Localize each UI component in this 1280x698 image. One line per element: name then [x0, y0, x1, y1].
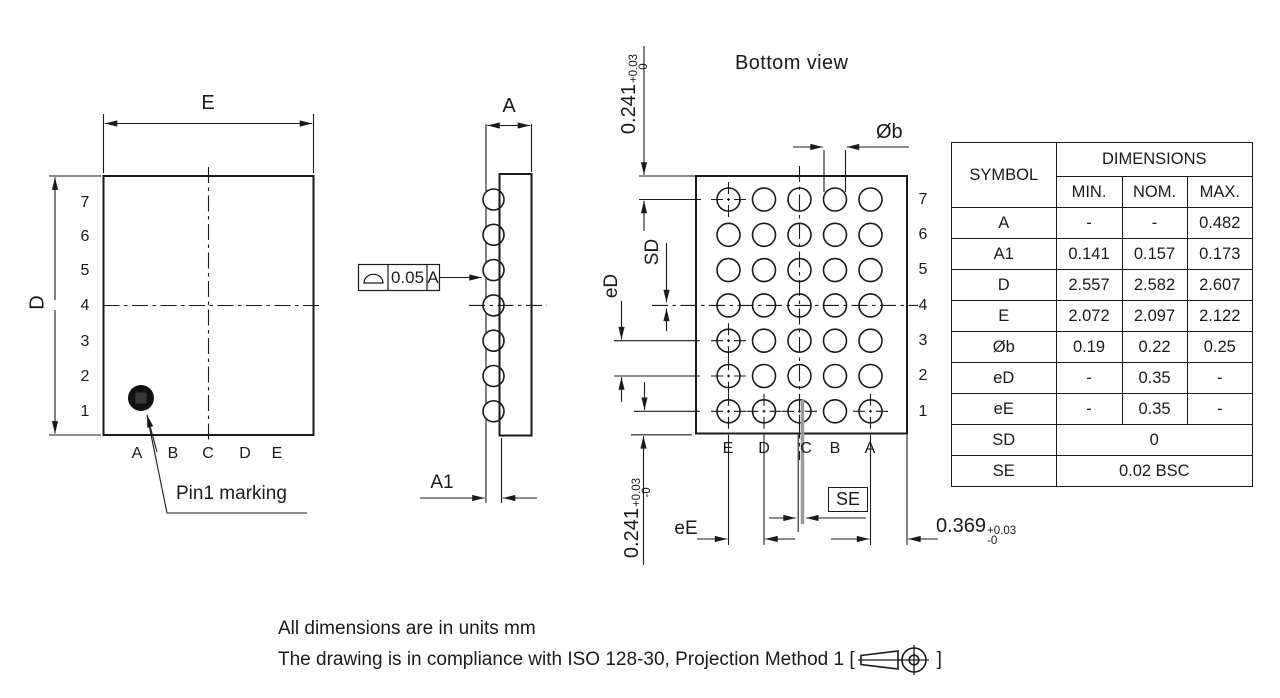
min-cell: -: [1055, 393, 1123, 425]
min-cell: -: [1055, 362, 1123, 394]
dim-label-D: D: [26, 295, 49, 310]
min-header: MIN.: [1055, 176, 1123, 208]
row-label: 3: [80, 333, 90, 350]
table-row: SE 0.02 BSC: [951, 455, 1253, 487]
nom-cell: 0.157: [1121, 238, 1188, 270]
dimensions-header: DIMENSIONS: [1055, 142, 1253, 177]
col-label: C: [800, 440, 812, 457]
dim-0369: 0.369+0.03-0: [936, 515, 1017, 547]
symbol-cell: E: [951, 300, 1057, 332]
row-label: 1: [918, 403, 928, 420]
row-label: 3: [918, 332, 928, 349]
max-cell: 0.25: [1186, 331, 1253, 363]
note-units: All dimensions are in units mm: [278, 618, 536, 639]
table-row: D 2.557 2.582 2.607: [951, 269, 1253, 301]
min-cell: 0.141: [1055, 238, 1123, 270]
table-row: A1 0.141 0.157 0.173: [951, 238, 1253, 270]
max-cell: -: [1186, 393, 1253, 425]
symbol-cell: A: [951, 207, 1057, 239]
nom-cell: 0.22: [1121, 331, 1188, 363]
feature-control-frame: [357, 263, 482, 292]
min-cell: 0.19: [1055, 331, 1123, 363]
dim-label-SE-boxed: SE: [828, 487, 868, 512]
symbol-header: SYMBOL: [951, 142, 1057, 208]
nom-cell: -: [1121, 207, 1188, 239]
dimensions-table: SYMBOL DIMENSIONS MIN. NOM. MAX. A - - 0…: [951, 142, 1253, 487]
nom-header: NOM.: [1121, 176, 1188, 208]
nom-cell: 2.582: [1121, 269, 1188, 301]
symbol-cell: eE: [951, 393, 1057, 425]
bottom-view-drawing: [614, 46, 938, 565]
table-row: E 2.072 2.097 2.122: [951, 300, 1253, 332]
top-view-drawing: [49, 114, 321, 514]
table-row: A - - 0.482: [951, 207, 1253, 239]
symbol-cell: SE: [951, 455, 1057, 487]
table-row: eE - 0.35 -: [951, 393, 1253, 425]
min-cell: 2.072: [1055, 300, 1123, 332]
nom-cell: 0.35: [1121, 393, 1188, 425]
dim-label-eD: eD: [601, 273, 622, 299]
side-view-drawing: [357, 122, 547, 503]
max-cell: -: [1186, 362, 1253, 394]
row-label: 6: [918, 226, 928, 243]
gdt-surface-profile-symbol-icon: [363, 273, 384, 284]
col-label: D: [758, 440, 770, 457]
col-label: A: [864, 440, 876, 457]
col-label: A: [131, 445, 143, 462]
row-label: 1: [80, 403, 90, 420]
dim-label-A1: A1: [430, 472, 454, 493]
ball-crosshairs: [711, 182, 888, 429]
max-cell: 2.607: [1186, 269, 1253, 301]
table-row: eD - 0.35 -: [951, 362, 1253, 394]
max-cell: 0.482: [1186, 207, 1253, 239]
symbol-cell: Øb: [951, 331, 1057, 363]
row-label: 7: [80, 194, 90, 211]
dim-label-A: A: [502, 95, 516, 117]
dim-label-eE: eE: [674, 518, 698, 539]
symbol-cell: D: [951, 269, 1057, 301]
bottom-view-title: Bottom view: [735, 52, 849, 74]
row-label: 7: [918, 191, 928, 208]
dim-label-SD: SD: [642, 238, 663, 266]
table-row: SD 0: [951, 424, 1253, 456]
nom-cell: 2.097: [1121, 300, 1188, 332]
row-label: 5: [80, 262, 90, 279]
note-compliance: The drawing is in compliance with ISO 12…: [278, 643, 942, 677]
min-cell: -: [1055, 207, 1123, 239]
col-label: D: [239, 445, 251, 462]
pin1-marking-label: Pin1 marking: [176, 483, 287, 504]
row-label: 4: [918, 297, 928, 314]
row-label: 2: [918, 367, 928, 384]
dim-0241-bottom: 0.241+0.03-0: [621, 477, 653, 559]
dim-label-ob: Øb: [876, 121, 903, 143]
row-label: 2: [80, 368, 90, 385]
dim-label-E: E: [201, 92, 215, 114]
symbol-cell: A1: [951, 238, 1057, 270]
col-label: E: [271, 445, 283, 462]
min-cell: 2.557: [1055, 269, 1123, 301]
fcf-datum-letter: A: [427, 268, 439, 287]
col-label: E: [722, 440, 734, 457]
table-row: Øb 0.19 0.22 0.25: [951, 331, 1253, 363]
row-label: 6: [80, 228, 90, 245]
row-label: 5: [918, 261, 928, 278]
nom-cell: 0.35: [1121, 362, 1188, 394]
first-angle-projection-icon: [857, 645, 929, 675]
col-label: C: [202, 445, 214, 462]
symbol-cell: SD: [951, 424, 1057, 456]
col-label: B: [829, 440, 841, 457]
max-header: MAX.: [1186, 176, 1253, 208]
max-cell: 0.173: [1186, 238, 1253, 270]
table-header-row: SYMBOL DIMENSIONS: [951, 142, 1253, 208]
max-cell: 2.122: [1186, 300, 1253, 332]
table-subheader-row: MIN. NOM. MAX.: [952, 176, 1253, 208]
value-cell: 0.02 BSC: [1055, 455, 1253, 487]
col-label: B: [167, 445, 179, 462]
row-label: 4: [80, 297, 90, 314]
dim-0241-top: 0.241+0.03-0: [618, 53, 650, 135]
symbol-cell: eD: [951, 362, 1057, 394]
fcf-tolerance-value: 0.05: [390, 268, 425, 287]
value-cell: 0: [1055, 424, 1253, 456]
